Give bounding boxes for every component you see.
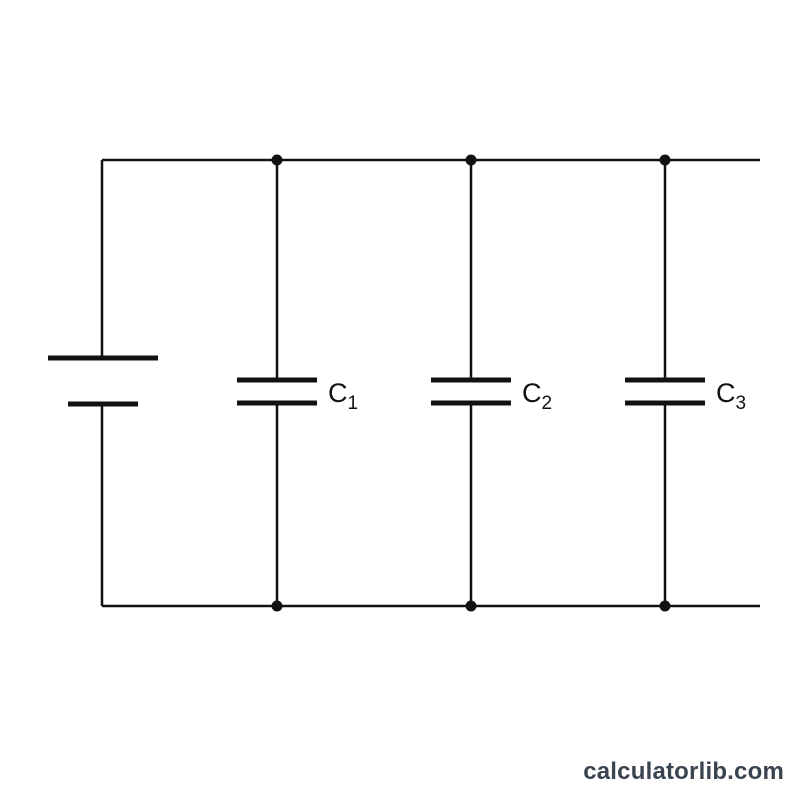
capacitor-c2-label: C2 xyxy=(522,378,552,414)
junction-dot-bottom-c2 xyxy=(465,600,477,612)
junction-dot-bottom-c3 xyxy=(659,600,671,612)
capacitor-c2-label-subscript: 2 xyxy=(542,393,553,414)
capacitor-c3-icon: C3 xyxy=(625,160,746,606)
capacitor-c3-label: C3 xyxy=(716,378,746,414)
junction-dot-top-c2 xyxy=(465,154,477,166)
capacitor-c3-label-subscript: 3 xyxy=(736,393,747,414)
junction-dot-top-c1 xyxy=(271,154,283,166)
junction-dot-top-c3 xyxy=(659,154,671,166)
battery-icon xyxy=(48,160,158,606)
capacitor-c1-label-subscript: 1 xyxy=(348,393,359,414)
watermark-text: calculatorlib.com xyxy=(583,758,784,785)
capacitor-c2-icon: C2 xyxy=(431,160,552,606)
capacitor-c1-label: C1 xyxy=(328,378,358,414)
capacitor-c1-icon: C1 xyxy=(237,160,358,606)
capacitor-c3-label-name: C xyxy=(716,378,736,408)
junction-dot-bottom-c1 xyxy=(271,600,283,612)
capacitor-c2-label-name: C xyxy=(522,378,542,408)
capacitor-c1-label-name: C xyxy=(328,378,348,408)
